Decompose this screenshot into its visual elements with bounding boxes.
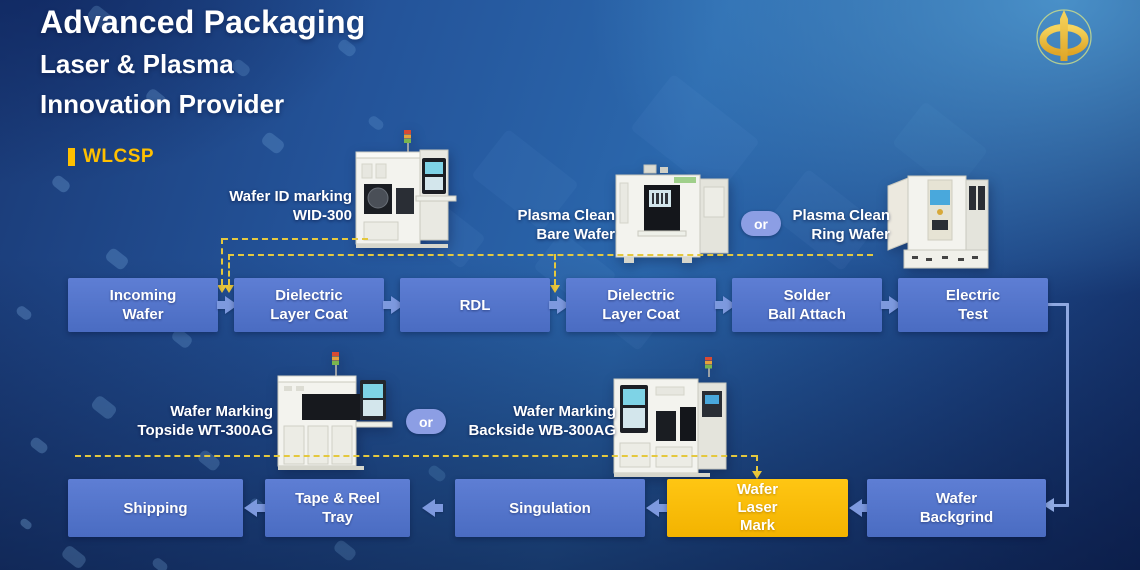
process-text: Shipping <box>123 499 188 517</box>
title-block: Advanced Packaging Laser & Plasma Innova… <box>40 0 366 124</box>
process-text: Test <box>958 306 988 323</box>
or-pill-plasma-clean: or <box>741 211 781 236</box>
machine-wb-300ag-image <box>610 357 730 485</box>
connector-wid300-vertical <box>221 238 223 285</box>
process-box-wafer-backgrind: Wafer Backgrind <box>867 479 1046 537</box>
process-text: Electric <box>945 287 1001 304</box>
process-text: Dielectric <box>607 287 675 304</box>
connector-plasma-arrow-down-mid <box>550 285 560 293</box>
deco-shape <box>28 435 50 456</box>
label-line: Ring Wafer <box>811 226 890 243</box>
label-line: Bare Wafer <box>536 226 615 243</box>
process-text: Layer Coat <box>270 306 348 323</box>
page-title: Advanced Packaging <box>40 4 366 40</box>
deco-shape <box>104 246 130 272</box>
process-text: Tray <box>322 509 353 526</box>
deco-shape <box>50 173 72 195</box>
process-box-rdl: RDL <box>400 278 550 332</box>
process-text: Incoming <box>109 287 177 304</box>
connector-plasma-vertical-mid <box>554 254 556 285</box>
process-box-shipping: Shipping <box>68 479 243 537</box>
deco-shape <box>426 463 448 484</box>
deco-shape <box>89 394 119 421</box>
connector-plasma-horizontal <box>228 254 873 256</box>
connector-test-to-backgrind-arrowhead <box>1043 498 1054 512</box>
label-line: Topside WT-300AG <box>137 422 273 439</box>
process-text: Layer Coat <box>602 306 680 323</box>
process-text: Tape & Reel <box>295 490 380 507</box>
process-text: Mark <box>739 517 776 534</box>
company-logo-icon <box>1032 5 1096 74</box>
deco-shape <box>332 538 358 563</box>
connector-test-to-backgrind-top <box>1046 303 1069 306</box>
machine-plasma-clean-ring-wafer-image <box>884 162 992 277</box>
process-text: Backgrind <box>919 509 994 526</box>
process-text: Laser <box>737 499 778 516</box>
process-text: RDL <box>459 296 491 314</box>
connector-marking-horizontal <box>75 455 757 457</box>
page-subtitle-2: Innovation Provider <box>40 89 285 119</box>
connector-test-to-backgrind-side <box>1066 303 1069 507</box>
process-box-incoming-wafer: Incoming Wafer <box>68 278 218 332</box>
or-pill-wafer-marking: or <box>406 409 446 434</box>
label-wafer-marking-backside: Wafer Marking Backside WB-300AG <box>468 402 616 440</box>
process-text: Wafer <box>736 481 779 498</box>
flow-arrow-left <box>244 499 265 517</box>
label-line: Plasma Clean <box>517 207 615 224</box>
label-line: Wafer ID marking <box>229 188 352 205</box>
process-box-electric-test: Electric Test <box>898 278 1048 332</box>
deco-shape <box>260 130 286 156</box>
deco-shape <box>18 517 34 531</box>
machine-wid-300-image <box>352 128 464 259</box>
deco-shape <box>196 448 222 473</box>
label-line: Wafer Marking <box>513 403 616 420</box>
process-box-wafer-laser-mark: Wafer Laser Mark <box>667 479 848 537</box>
section-label: WLCSP <box>83 146 155 167</box>
process-text: Singulation <box>509 499 591 517</box>
process-box-dielectric-layer-coat-1: Dielectric Layer Coat <box>234 278 384 332</box>
process-text: Ball Attach <box>768 306 846 323</box>
process-text: Solder <box>783 287 831 304</box>
machine-wt-300ag-image <box>272 352 394 481</box>
machine-plasma-clean-bare-wafer-image <box>610 163 734 274</box>
label-wafer-marking-topside: Wafer Marking Topside WT-300AG <box>137 402 273 440</box>
section-header: WLCSP <box>68 146 154 168</box>
process-box-singulation: Singulation <box>455 479 645 537</box>
process-box-tape-reel-tray: Tape & Reel Tray <box>265 479 410 537</box>
connector-marking-vertical <box>756 455 758 472</box>
connector-wid300-arrow-down <box>217 285 227 293</box>
connector-plasma-arrow-down-left <box>224 285 234 293</box>
flow-arrow-left <box>849 499 870 517</box>
process-box-dielectric-layer-coat-2: Dielectric Layer Coat <box>566 278 716 332</box>
label-line: Wafer Marking <box>170 403 273 420</box>
deco-shape <box>150 556 170 570</box>
flow-arrow-left <box>422 499 443 517</box>
label-plasma-clean-bare-wafer: Plasma Clean Bare Wafer <box>517 206 615 244</box>
section-accent-bar <box>68 148 75 166</box>
process-text: Wafer <box>935 490 978 507</box>
process-text: Wafer <box>122 306 164 323</box>
label-line: Backside WB-300AG <box>468 422 616 439</box>
connector-marking-arrow-down <box>752 471 762 479</box>
label-line: Plasma Clean <box>792 207 890 224</box>
label-wafer-id-marking: Wafer ID marking WID-300 <box>229 187 352 225</box>
label-line: WID-300 <box>292 207 352 224</box>
process-box-solder-ball-attach: Solder Ball Attach <box>732 278 882 332</box>
flow-arrow-left <box>646 499 667 517</box>
page-subtitle-1: Laser & Plasma <box>40 49 234 79</box>
deco-shape <box>14 304 34 322</box>
label-plasma-clean-ring-wafer: Plasma Clean Ring Wafer <box>792 206 890 244</box>
connector-wid300-horizontal <box>222 238 368 240</box>
connector-plasma-vertical-left <box>228 254 230 285</box>
connector-test-to-backgrind-bottom <box>1053 504 1069 507</box>
process-text: Dielectric <box>275 287 343 304</box>
deco-shape <box>60 544 88 570</box>
